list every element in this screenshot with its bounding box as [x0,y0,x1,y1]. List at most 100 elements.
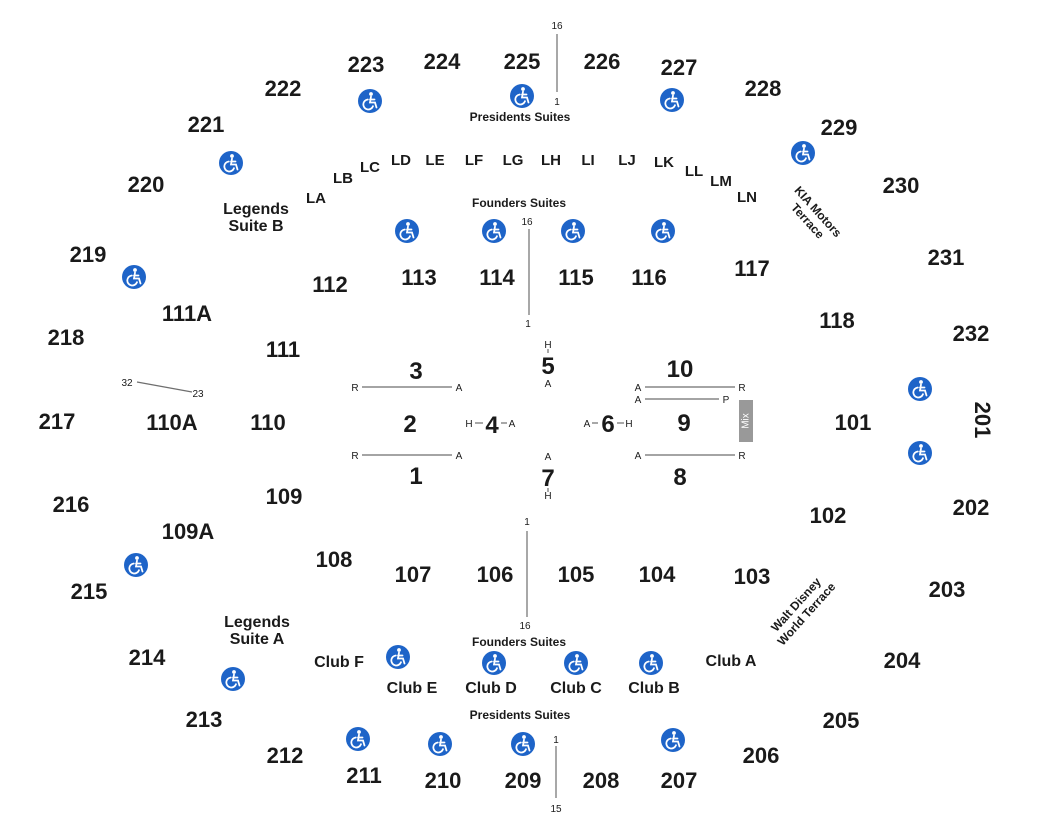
presidents-suites-bottom-label[interactable]: Presidents Suites [470,708,571,722]
loge-box-ll[interactable]: LL [685,163,703,180]
section-103[interactable]: 103 [734,564,771,589]
floor-section-2[interactable]: 2 [403,411,416,438]
wheelchair-icon[interactable] [650,218,676,244]
section-104[interactable]: 104 [639,562,676,587]
club-e-label[interactable]: Club E [387,680,438,697]
section-109a[interactable]: 109A [162,519,215,544]
legends-suite-b-label-line2[interactable]: Suite B [228,218,283,235]
section-228[interactable]: 228 [745,76,782,101]
wheelchair-icon[interactable] [481,650,507,676]
wheelchair-icon[interactable] [357,88,383,114]
section-227[interactable]: 227 [661,55,698,80]
section-219[interactable]: 219 [70,242,107,267]
section-111a[interactable]: 111A [162,301,212,326]
wheelchair-icon[interactable] [345,726,371,752]
section-118[interactable]: 118 [819,308,855,333]
section-110[interactable]: 110 [250,410,286,435]
wheelchair-icon[interactable] [659,87,685,113]
section-117[interactable]: 117 [734,256,770,281]
floor-section-6[interactable]: 6 [601,411,614,438]
section-111[interactable]: 111 [266,337,300,362]
section-109[interactable]: 109 [266,484,303,509]
section-210[interactable]: 210 [425,768,462,793]
loge-box-lf[interactable]: LF [465,152,483,169]
floor-section-5[interactable]: 5 [541,353,554,380]
section-216[interactable]: 216 [53,492,90,517]
section-204[interactable]: 204 [884,648,921,673]
loge-box-lk[interactable]: LK [654,154,674,171]
section-223[interactable]: 223 [348,52,385,77]
section-212[interactable]: 212 [267,743,304,768]
section-115[interactable]: 115 [558,265,594,290]
wheelchair-icon[interactable] [509,83,535,109]
section-211[interactable]: 211 [346,763,382,788]
loge-box-le[interactable]: LE [425,152,444,169]
wheelchair-icon[interactable] [427,731,453,757]
wheelchair-icon[interactable] [121,264,147,290]
kia-motors-terrace-label[interactable]: KIA Motors Terrace [781,183,845,249]
section-220[interactable]: 220 [128,172,165,197]
floor-section-10[interactable]: 10 [667,356,694,383]
section-203[interactable]: 203 [929,577,966,602]
club-f-label[interactable]: Club F [314,654,364,671]
legends-suite-a-label-line2[interactable]: Suite A [230,631,285,648]
floor-section-9[interactable]: 9 [677,410,690,437]
section-206[interactable]: 206 [743,743,780,768]
section-217[interactable]: 217 [39,409,76,434]
loge-box-la[interactable]: LA [306,190,326,207]
loge-box-lm[interactable]: LM [710,173,732,190]
wheelchair-icon[interactable] [907,376,933,402]
section-232[interactable]: 232 [953,321,990,346]
section-215[interactable]: 215 [71,579,108,604]
section-102[interactable]: 102 [810,503,847,528]
floor-section-8[interactable]: 8 [673,464,686,491]
loge-box-lg[interactable]: LG [503,152,524,169]
wheelchair-icon[interactable] [638,650,664,676]
legends-suite-a-label-line1[interactable]: Legends [224,614,290,631]
club-c-label[interactable]: Club C [550,680,602,697]
wheelchair-icon[interactable] [790,140,816,166]
section-222[interactable]: 222 [265,76,302,101]
loge-box-lb[interactable]: LB [333,170,353,187]
section-209[interactable]: 209 [505,768,542,793]
wheelchair-icon[interactable] [123,552,149,578]
section-224[interactable]: 224 [424,49,461,74]
founders-suites-bottom-label[interactable]: Founders Suites [472,635,566,649]
loge-box-ln[interactable]: LN [737,189,757,206]
floor-section-4[interactable]: 4 [485,412,499,439]
section-229[interactable]: 229 [821,115,858,140]
section-226[interactable]: 226 [584,49,621,74]
wheelchair-icon[interactable] [218,150,244,176]
section-114[interactable]: 114 [479,265,515,290]
walt-disney-world-terrace-label[interactable]: Walt Disney World Terrace [764,570,838,649]
founders-suites-top-label[interactable]: Founders Suites [472,196,566,210]
section-108[interactable]: 108 [316,547,353,572]
floor-section-3[interactable]: 3 [409,358,422,385]
wheelchair-icon[interactable] [560,218,586,244]
wheelchair-icon[interactable] [394,218,420,244]
section-106[interactable]: 106 [477,562,514,587]
wheelchair-icon[interactable] [660,727,686,753]
section-218[interactable]: 218 [48,325,85,350]
section-208[interactable]: 208 [583,768,620,793]
section-105[interactable]: 105 [558,562,595,587]
loge-box-lj[interactable]: LJ [618,152,636,169]
presidents-suites-top-label[interactable]: Presidents Suites [470,110,571,124]
section-107[interactable]: 107 [395,562,432,587]
wheelchair-icon[interactable] [907,440,933,466]
legends-suite-b-label-line1[interactable]: Legends [223,201,289,218]
section-113[interactable]: 113 [401,265,437,290]
section-201[interactable]: 201 [970,402,995,439]
floor-section-7[interactable]: 7 [541,465,554,492]
wheelchair-icon[interactable] [563,650,589,676]
loge-box-lh[interactable]: LH [541,152,561,169]
loge-box-li[interactable]: LI [581,152,594,169]
section-230[interactable]: 230 [883,173,920,198]
section-112[interactable]: 112 [312,272,348,297]
wheelchair-icon[interactable] [220,666,246,692]
section-214[interactable]: 214 [129,645,166,670]
wheelchair-icon[interactable] [481,218,507,244]
mix-position[interactable]: Mix [739,400,753,442]
section-207[interactable]: 207 [661,768,698,793]
section-116[interactable]: 116 [631,265,667,290]
